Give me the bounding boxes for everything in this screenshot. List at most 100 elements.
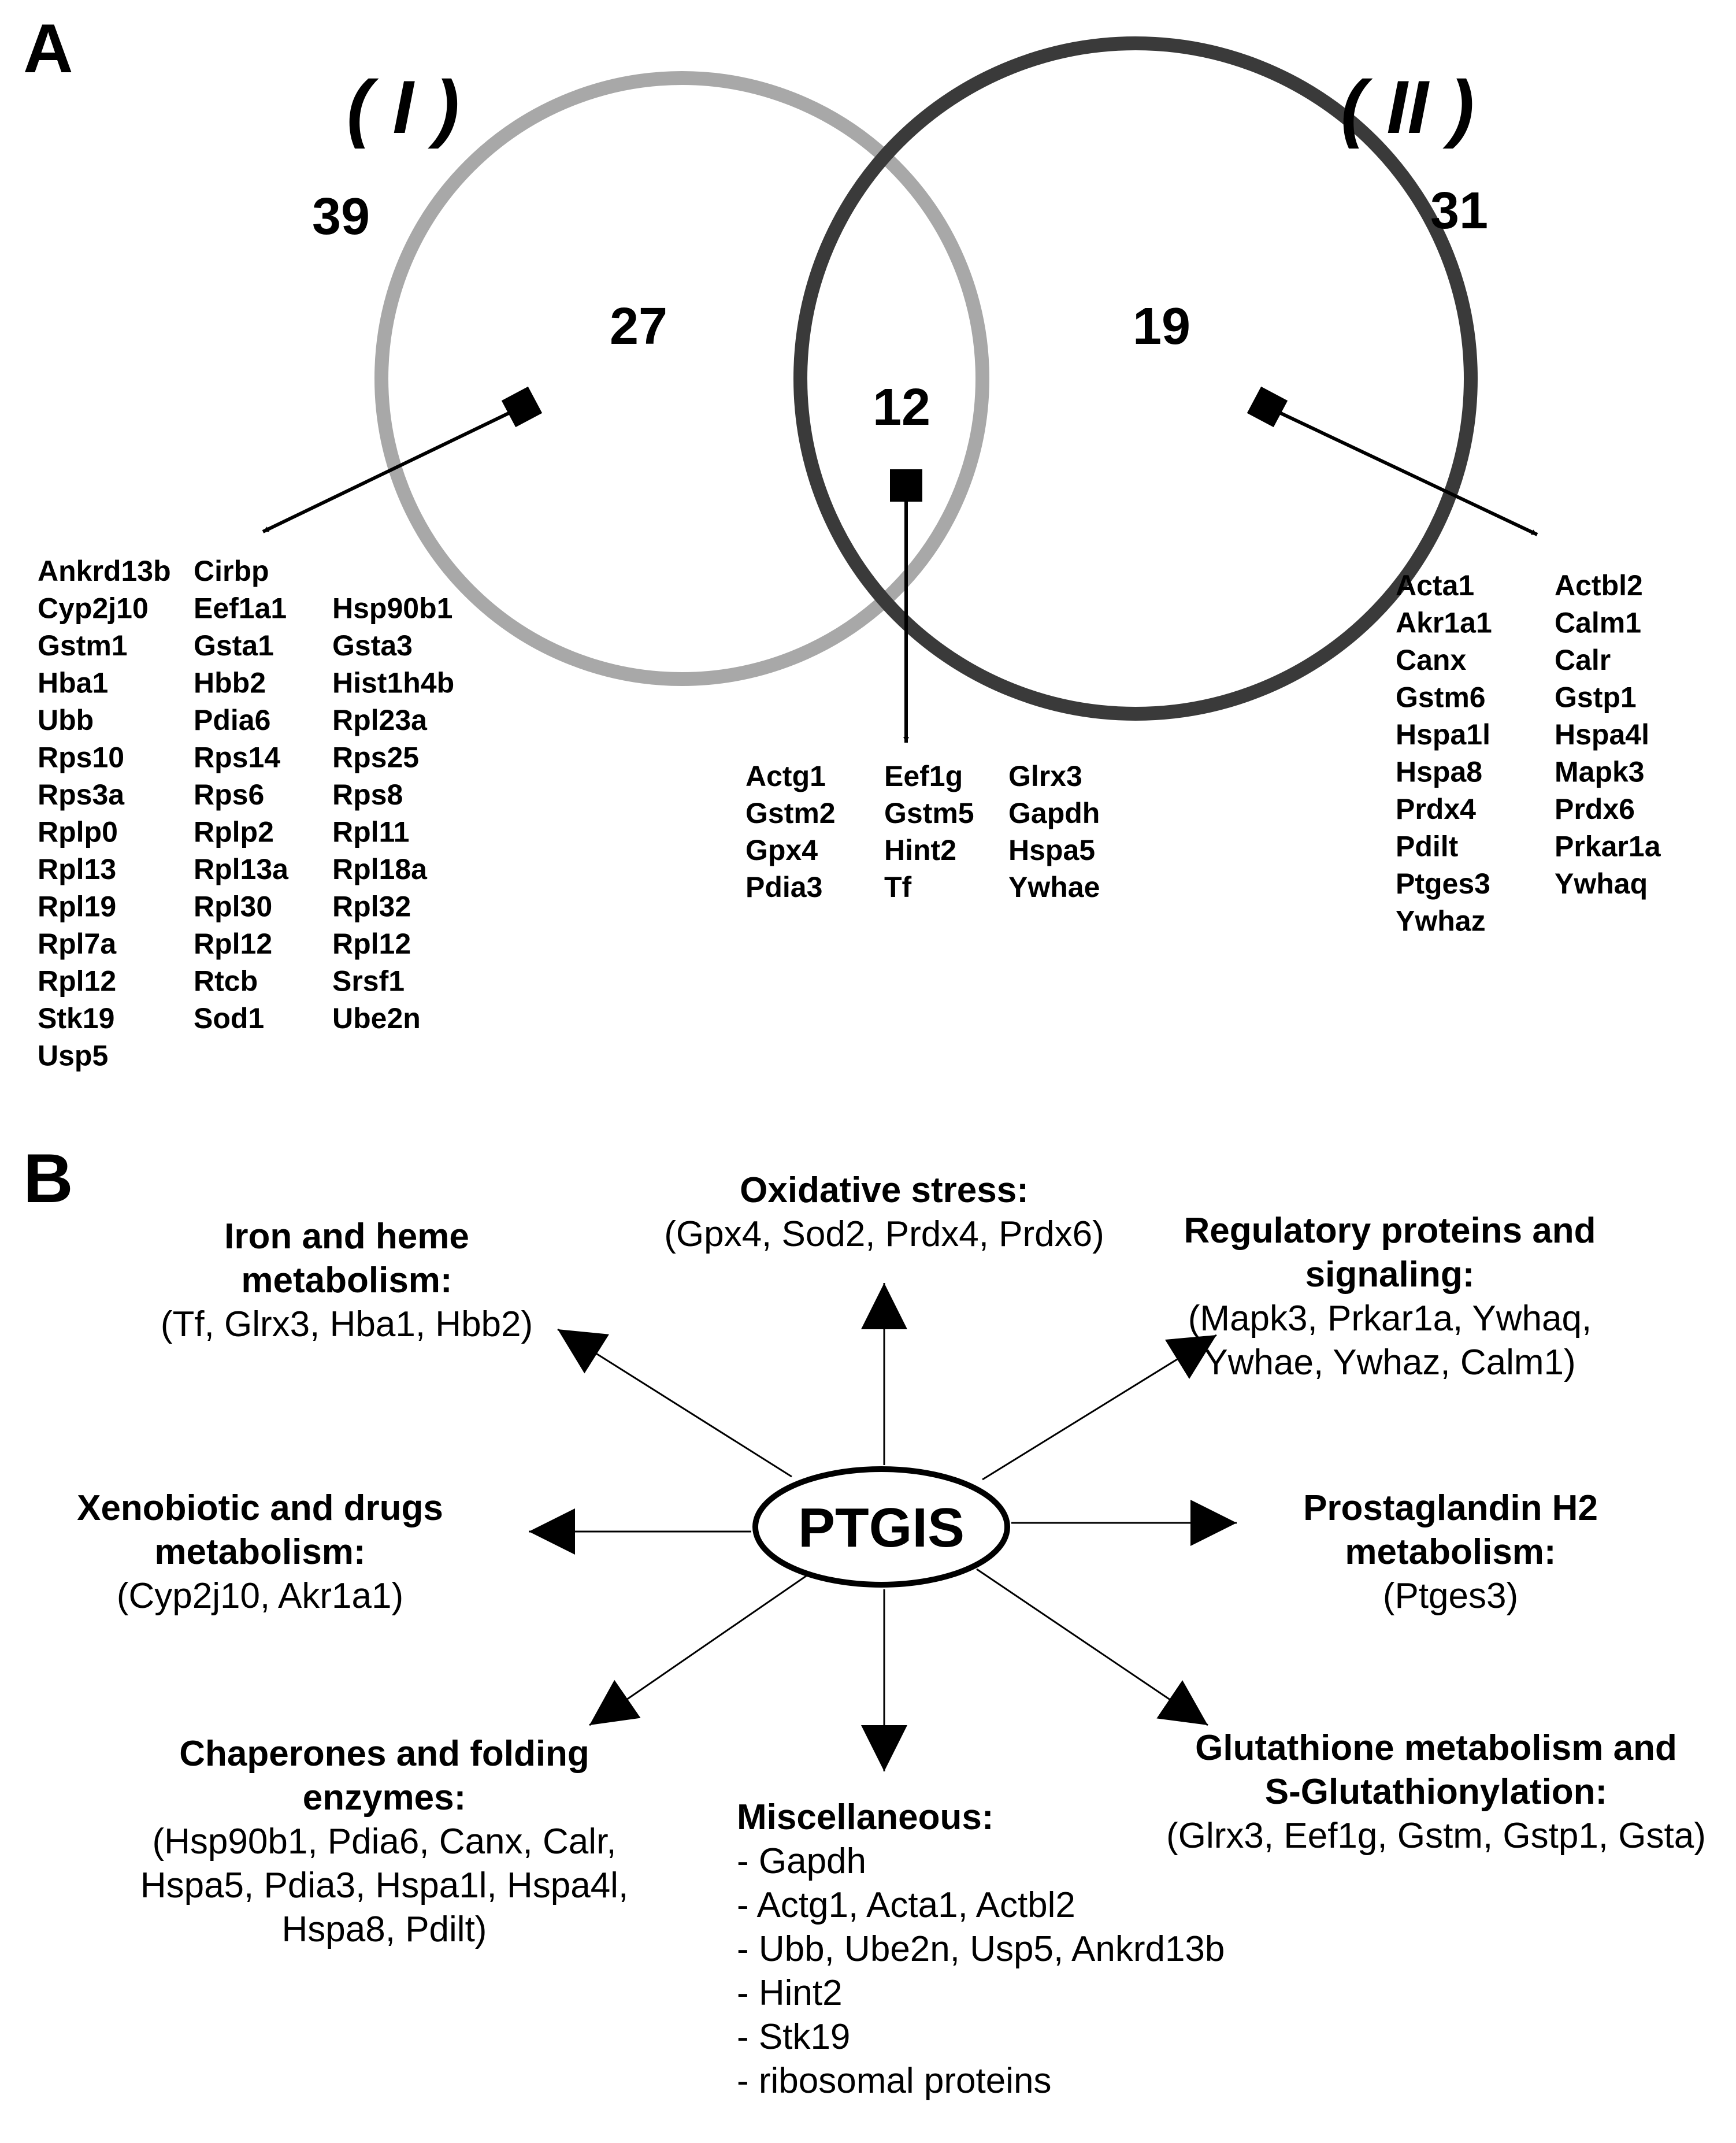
gene-label: Rps8 bbox=[332, 778, 403, 811]
gene-label: Cyp2j10 bbox=[38, 592, 149, 625]
arrow-regulatory bbox=[982, 1334, 1217, 1481]
category-title: Iron and heme bbox=[224, 1217, 469, 1256]
set-1-label: ( I ) bbox=[347, 65, 459, 149]
gene-label: Gstm6 bbox=[1396, 681, 1486, 714]
gene-label: Calm1 bbox=[1555, 607, 1641, 639]
intersection-count: 12 bbox=[873, 379, 930, 436]
category-genes: Ywhae, Ywhaz, Calm1) bbox=[1204, 1343, 1575, 1382]
category-genes: - Actg1, Acta1, Actbl2 bbox=[737, 1885, 1075, 1925]
gene-label: Rpl23a bbox=[332, 704, 428, 736]
gene-label: Gapdh bbox=[1008, 797, 1100, 829]
gene-label: Ptges3 bbox=[1396, 867, 1490, 900]
gene-label: Rps10 bbox=[38, 741, 124, 774]
ptgis-label: PTGIS bbox=[798, 1497, 965, 1559]
venn-circle-set-2 bbox=[793, 36, 1478, 721]
category-title: Regulatory proteins and bbox=[1184, 1211, 1596, 1251]
set-2-only-count: 19 bbox=[1133, 298, 1190, 355]
gene-label: Eef1a1 bbox=[194, 592, 287, 625]
category-title: signaling: bbox=[1305, 1255, 1475, 1295]
set-1-total-count: 39 bbox=[312, 188, 370, 246]
category-genes: - Gapdh bbox=[737, 1841, 866, 1881]
category-genes: (Mapk3, Prkar1a, Ywhaq, bbox=[1188, 1299, 1592, 1339]
category-genes: (Tf, Glrx3, Hba1, Hbb2) bbox=[161, 1304, 533, 1344]
category-title: Chaperones and folding bbox=[179, 1734, 589, 1774]
gene-label: Eef1g bbox=[884, 760, 963, 792]
set-2-label: ( II ) bbox=[1341, 65, 1474, 149]
category-oxidative-stress: Oxidative stress:(Gpx4, Sod2, Prdx4, Prd… bbox=[664, 1170, 1104, 1254]
gene-label: Akr1a1 bbox=[1396, 607, 1492, 639]
gene-label: Rps6 bbox=[194, 778, 264, 811]
intersection-connector bbox=[890, 469, 922, 743]
category-miscellaneous: Miscellaneous:- Gapdh- Actg1, Acta1, Act… bbox=[737, 1797, 1225, 2101]
gene-label: Gsta1 bbox=[194, 629, 274, 662]
category-title: Xenobiotic and drugs bbox=[77, 1488, 443, 1528]
gene-label: Rpl13 bbox=[38, 853, 116, 885]
gene-label: Rps3a bbox=[38, 778, 125, 811]
gene-label: Rplp2 bbox=[194, 816, 274, 848]
category-genes: - Stk19 bbox=[737, 2017, 850, 2057]
gene-label: Pdia3 bbox=[745, 871, 822, 903]
gene-label: Rpl30 bbox=[194, 891, 272, 923]
gene-label: Rpl11 bbox=[332, 816, 409, 848]
gene-label: Rpl19 bbox=[38, 891, 116, 923]
panel-a-label: A bbox=[23, 10, 73, 87]
gene-label: Hint2 bbox=[884, 834, 956, 866]
category-genes: Hspa8, Pdilt) bbox=[282, 1910, 487, 1949]
category-regulatory-signaling: Regulatory proteins andsignaling:(Mapk3,… bbox=[1184, 1211, 1596, 1382]
gene-label: Actg1 bbox=[745, 760, 826, 792]
gene-label: Srsf1 bbox=[332, 965, 405, 998]
category-chaperones: Chaperones and foldingenzymes:(Hsp90b1, … bbox=[140, 1734, 628, 1949]
gene-label: Hbb2 bbox=[194, 667, 266, 699]
gene-label: Pdilt bbox=[1396, 830, 1459, 863]
category-genes: (Glrx3, Eef1g, Gstm, Gstp1, Gsta) bbox=[1166, 1816, 1706, 1856]
gene-label: Stk19 bbox=[38, 1002, 114, 1035]
gene-label: Prkar1a bbox=[1555, 830, 1661, 863]
gene-label: Rtcb bbox=[194, 965, 258, 998]
gene-label: Hist1h4b bbox=[332, 667, 454, 699]
set-2-total-count: 31 bbox=[1430, 182, 1488, 240]
gene-label: Ubb bbox=[38, 704, 94, 736]
set-1-only-count: 27 bbox=[610, 298, 667, 355]
gene-label: Hspa4l bbox=[1555, 718, 1649, 751]
gene-label: Ankrd13b bbox=[38, 555, 171, 587]
gene-label: Pdia6 bbox=[194, 704, 270, 736]
gene-label: Prdx4 bbox=[1396, 793, 1476, 825]
gene-label: Cirbp bbox=[194, 555, 269, 587]
gene-label: Ywhaq bbox=[1555, 867, 1648, 900]
gene-label: Tf bbox=[884, 871, 912, 903]
gene-label: Rps25 bbox=[332, 741, 419, 774]
category-xenobiotic: Xenobiotic and drugsmetabolism:(Cyp2j10,… bbox=[77, 1488, 443, 1616]
gene-label: Ywhaz bbox=[1396, 905, 1486, 937]
ptgis-node bbox=[752, 1466, 1010, 1588]
gene-label: Rplp0 bbox=[38, 816, 118, 848]
gene-label: Usp5 bbox=[38, 1040, 108, 1072]
venn-circle-set-1 bbox=[374, 71, 989, 686]
gene-label: Acta1 bbox=[1396, 569, 1474, 602]
gene-label: Canx bbox=[1396, 644, 1466, 676]
gene-label: Hsp90b1 bbox=[332, 592, 452, 625]
category-genes: (Cyp2j10, Akr1a1) bbox=[117, 1576, 403, 1616]
gene-label: Gstm5 bbox=[884, 797, 974, 829]
gene-label: Rpl12 bbox=[38, 965, 116, 998]
category-glutathione: Glutathione metabolism andS-Glutathionyl… bbox=[1166, 1728, 1706, 1856]
gene-label: Rps14 bbox=[194, 741, 280, 774]
category-genes: (Gpx4, Sod2, Prdx4, Prdx6) bbox=[664, 1214, 1104, 1254]
category-title: Glutathione metabolism and bbox=[1195, 1728, 1677, 1768]
category-title: enzymes: bbox=[303, 1778, 466, 1818]
pathway-arrows bbox=[529, 1283, 1237, 1771]
gene-label: Gstp1 bbox=[1555, 681, 1637, 714]
category-genes: - ribosomal proteins bbox=[737, 2061, 1051, 2101]
category-title: Oxidative stress: bbox=[740, 1170, 1029, 1210]
gene-label: Rpl32 bbox=[332, 891, 411, 923]
gene-label: Actbl2 bbox=[1555, 569, 1643, 602]
category-genes: (Ptges3) bbox=[1383, 1576, 1518, 1616]
gene-label: Rpl13a bbox=[194, 853, 289, 885]
category-title: S-Glutathionylation: bbox=[1265, 1772, 1607, 1812]
gene-label: Rpl12 bbox=[194, 928, 272, 960]
gene-label: Hba1 bbox=[38, 667, 108, 699]
